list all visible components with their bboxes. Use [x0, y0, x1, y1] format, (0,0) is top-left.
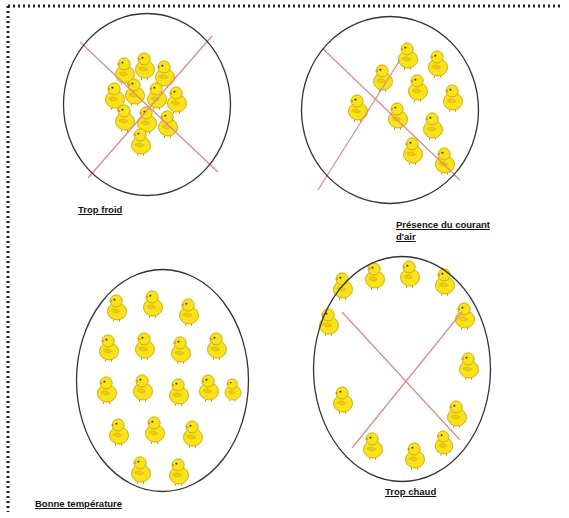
- chick: [405, 443, 424, 470]
- chick: [133, 375, 152, 402]
- chick: [333, 273, 352, 300]
- cross-cold: [80, 36, 218, 178]
- cross-line: [80, 42, 218, 172]
- chick: [145, 417, 164, 444]
- chick: [408, 75, 427, 102]
- chick: [135, 333, 154, 360]
- chick: [435, 148, 454, 175]
- cross-line: [318, 60, 400, 190]
- chick-group-draught: [348, 43, 462, 175]
- circle-outline: [312, 255, 492, 483]
- cross-line: [322, 48, 460, 180]
- chick: [135, 53, 154, 80]
- chick: [131, 457, 150, 484]
- enclosure-circle: Présence du courant d'air: [300, 15, 480, 205]
- chick: [107, 295, 126, 322]
- chick: [169, 379, 188, 406]
- frame-top: [8, 5, 562, 8]
- chick: [319, 309, 338, 336]
- cross-line: [342, 312, 460, 440]
- cross-hot: [342, 312, 462, 448]
- chick: [348, 95, 367, 122]
- chick: [143, 291, 162, 318]
- dotted-frame: [8, 6, 562, 512]
- chick: [400, 261, 419, 288]
- chick: [423, 113, 442, 140]
- cross-draught: [318, 48, 460, 190]
- chick: [207, 333, 226, 360]
- chick: [363, 433, 382, 460]
- caption: Présence du courant d'air: [396, 219, 496, 243]
- enclosure-circle: Bonne température: [75, 268, 250, 493]
- cross-line: [352, 312, 462, 448]
- chick: [459, 353, 478, 380]
- chick: [443, 85, 462, 112]
- circle-outline: [300, 15, 480, 205]
- chick: [435, 269, 454, 296]
- chick: [131, 129, 150, 156]
- chick: [99, 335, 118, 362]
- chick: [167, 87, 186, 114]
- chick: [109, 419, 128, 446]
- chick: [365, 263, 384, 290]
- caption: Bonne température: [35, 498, 122, 510]
- circle-ring: [64, 14, 231, 196]
- chick: [179, 299, 198, 326]
- caption: Trop chaud: [385, 486, 436, 498]
- frame-left: [7, 6, 10, 512]
- circle-ring: [314, 257, 491, 482]
- chick: [447, 401, 466, 428]
- chick: [183, 421, 202, 448]
- chick: [97, 377, 116, 404]
- chick: [388, 103, 407, 130]
- circle-outline: [62, 12, 232, 197]
- enclosure-circle: Trop chaud: [312, 255, 492, 483]
- chick-group-good: [97, 291, 241, 486]
- circle-ring: [77, 270, 249, 492]
- chick: [171, 337, 190, 364]
- chick: [435, 431, 453, 456]
- chick: [169, 459, 188, 486]
- cross-line: [88, 36, 212, 178]
- enclosure-circle: Trop froid: [62, 12, 232, 197]
- chick: [125, 79, 144, 106]
- chick: [199, 375, 218, 402]
- circle-ring: [302, 17, 479, 204]
- chick: [333, 387, 352, 414]
- chick: [428, 51, 447, 78]
- caption: Trop froid: [78, 204, 122, 216]
- circle-outline: [75, 268, 250, 493]
- chick: [225, 379, 241, 402]
- chick-group-hot: [319, 261, 478, 470]
- chick: [398, 43, 417, 70]
